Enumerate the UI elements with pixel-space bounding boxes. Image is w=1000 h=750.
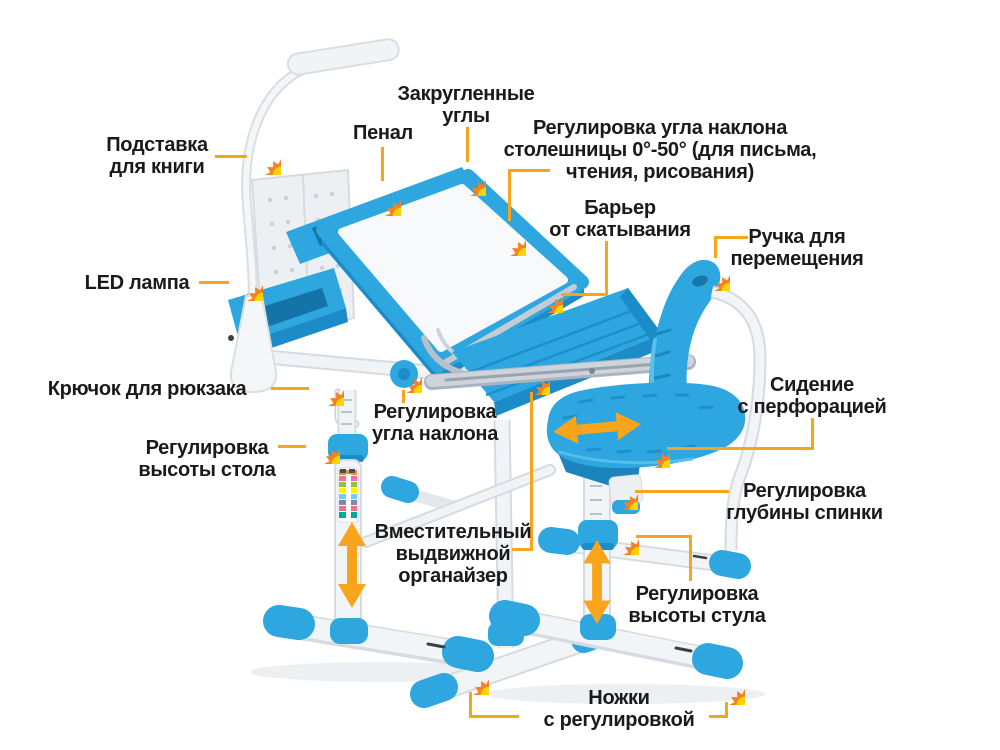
label-seat: Сидение с перфорацией: [737, 374, 887, 418]
desk-brace: [362, 466, 554, 546]
connector-organizer: [530, 392, 533, 551]
chair-frame-tube: [710, 287, 765, 551]
marker-pencil-case-sun-icon: [365, 180, 401, 216]
connector-carry-handle: [714, 236, 717, 258]
marker-book-stand-sun-icon: [245, 139, 281, 175]
connector-tabletop-tilt: [508, 169, 550, 172]
connector-chair-height: [689, 535, 692, 581]
marker-barrier-sun-icon: [527, 277, 563, 313]
chair-front-foot: [489, 600, 743, 679]
marker-carry-handle-sun-icon: [694, 255, 730, 291]
connector-seat: [667, 447, 814, 450]
desk-height-range-arrow: [338, 522, 366, 608]
connector-rounded-corners: [466, 127, 469, 162]
marker-backpack-hook-sun-icon: [308, 370, 344, 406]
connector-carry-handle: [714, 236, 748, 239]
connector-tilt-adjust: [402, 390, 405, 403]
marker-tabletop-tilt-sun-icon: [490, 220, 526, 256]
marker-tilt-adjust-sun-icon: [386, 357, 422, 393]
connector-tabletop-tilt: [508, 169, 511, 221]
connector-feet-chair: [725, 702, 728, 718]
label-rounded-corners: Закругленные углы: [397, 83, 535, 127]
led-lamp: [228, 38, 400, 394]
label-adjustable-feet: Ножки с регулировкой: [543, 687, 695, 731]
connector-backrest-depth: [635, 490, 729, 493]
chair-height-range-arrow: [583, 540, 611, 624]
label-pencil-case: Пенал: [353, 122, 413, 144]
marker-desk-foot-sun-icon: [453, 659, 489, 695]
connector-pencil-case: [381, 147, 384, 181]
floor-shadow: [485, 684, 765, 704]
marker-desk-height-sun-icon: [304, 428, 340, 464]
label-backpack-hook: Крючок для рюкзака: [47, 378, 247, 400]
label-tabletop-tilt: Регулировка угла наклона столешницы 0°-5…: [503, 117, 817, 183]
seat-depth-range-arrow: [553, 412, 641, 444]
label-led-lamp: LED лампа: [84, 272, 190, 294]
connector-feet-desk: [469, 692, 472, 718]
connector-organizer: [512, 548, 533, 551]
connector-backpack-hook: [271, 387, 309, 390]
label-desk-height: Регулировка высоты стола: [138, 437, 276, 481]
connector-book-stand: [215, 155, 247, 158]
label-book-stand: Подставка для книги: [106, 134, 208, 178]
organizer-rail: [424, 354, 696, 390]
connector-barrier: [605, 241, 608, 296]
desk-foot: [263, 605, 494, 672]
height-scale-sticker: [337, 467, 359, 523]
chair-height-clamp: [578, 520, 618, 549]
label-organizer: Вместительный выдвижной органайзер: [374, 521, 532, 587]
marker-seat-sun-icon: [634, 432, 670, 468]
marker-rounded-corners-sun-icon: [450, 160, 486, 196]
tilt-knob: [390, 360, 418, 388]
label-backrest-depth: Регулировка глубины спинки: [726, 480, 883, 524]
connector-chair-height: [636, 535, 692, 538]
marker-backrest-depth-sun-icon: [602, 474, 638, 510]
carry-handle-hole: [692, 275, 708, 287]
connector-seat: [811, 418, 814, 450]
marker-led-lamp-sun-icon: [227, 265, 263, 301]
connector-desk-height: [278, 445, 306, 448]
connector-feet-chair: [709, 715, 728, 718]
label-chair-height: Регулировка высоты стула: [628, 583, 766, 627]
connector-feet-desk: [469, 715, 519, 718]
marker-chair-foot-sun-icon: [709, 669, 745, 705]
label-barrier: Барьер от скатывания: [549, 197, 691, 241]
marker-organizer-sun-icon: [514, 359, 550, 395]
connector-led-lamp: [199, 281, 229, 284]
label-carry-handle: Ручка для перемещения: [730, 226, 864, 270]
connector-barrier: [561, 293, 608, 296]
chair-seat: [546, 382, 746, 468]
marker-chair-height-sun-icon: [603, 519, 639, 555]
desk-rear-leg: [381, 419, 694, 708]
label-tilt-adjust: Регулировка угла наклона: [371, 401, 499, 445]
